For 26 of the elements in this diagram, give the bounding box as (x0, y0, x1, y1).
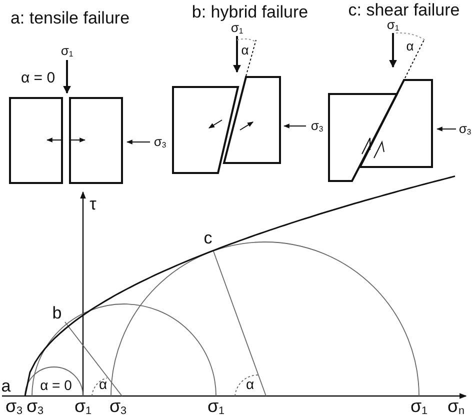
angle-label: α (406, 40, 414, 52)
stress-label: σ$_{3}$ (109, 397, 127, 415)
panel-heading: b: hybrid failure (192, 4, 308, 20)
panel-heading: a: tensile failure (10, 10, 130, 26)
angle-label: α = 0 (20, 70, 56, 86)
stress-label: σ$_{1}$ (230, 20, 244, 36)
point-label: c (204, 230, 212, 246)
angle-label: α (246, 377, 254, 391)
stress-label: σ$_{1}$ (60, 44, 74, 58)
angle-label: α = 0 (40, 378, 72, 392)
axis-label: σ$_{n}$ (447, 397, 465, 415)
angle-label: α (241, 44, 249, 56)
stress-label: σ$_{3}$ (154, 134, 166, 150)
stress-label: σ$_{1}$ (74, 397, 92, 415)
stress-label: σ$_{3}$ (310, 118, 324, 134)
stress-label: σ$_{3}$ (5, 397, 23, 415)
stress-label: σ$_{1}$ (386, 18, 400, 32)
axis-label: τ (90, 196, 96, 212)
stress-label: σ$_{1}$ (410, 397, 428, 415)
stress-label: σ$_{3}$ (458, 122, 472, 136)
stress-label: σ$_{3}$ (26, 397, 44, 415)
angle-label: α (98, 377, 108, 391)
point-label: b (52, 304, 62, 322)
stress-label: σ$_{1}$ (207, 397, 225, 415)
panel-heading: c: shear failure (348, 2, 460, 18)
point-label: a (1, 378, 11, 394)
